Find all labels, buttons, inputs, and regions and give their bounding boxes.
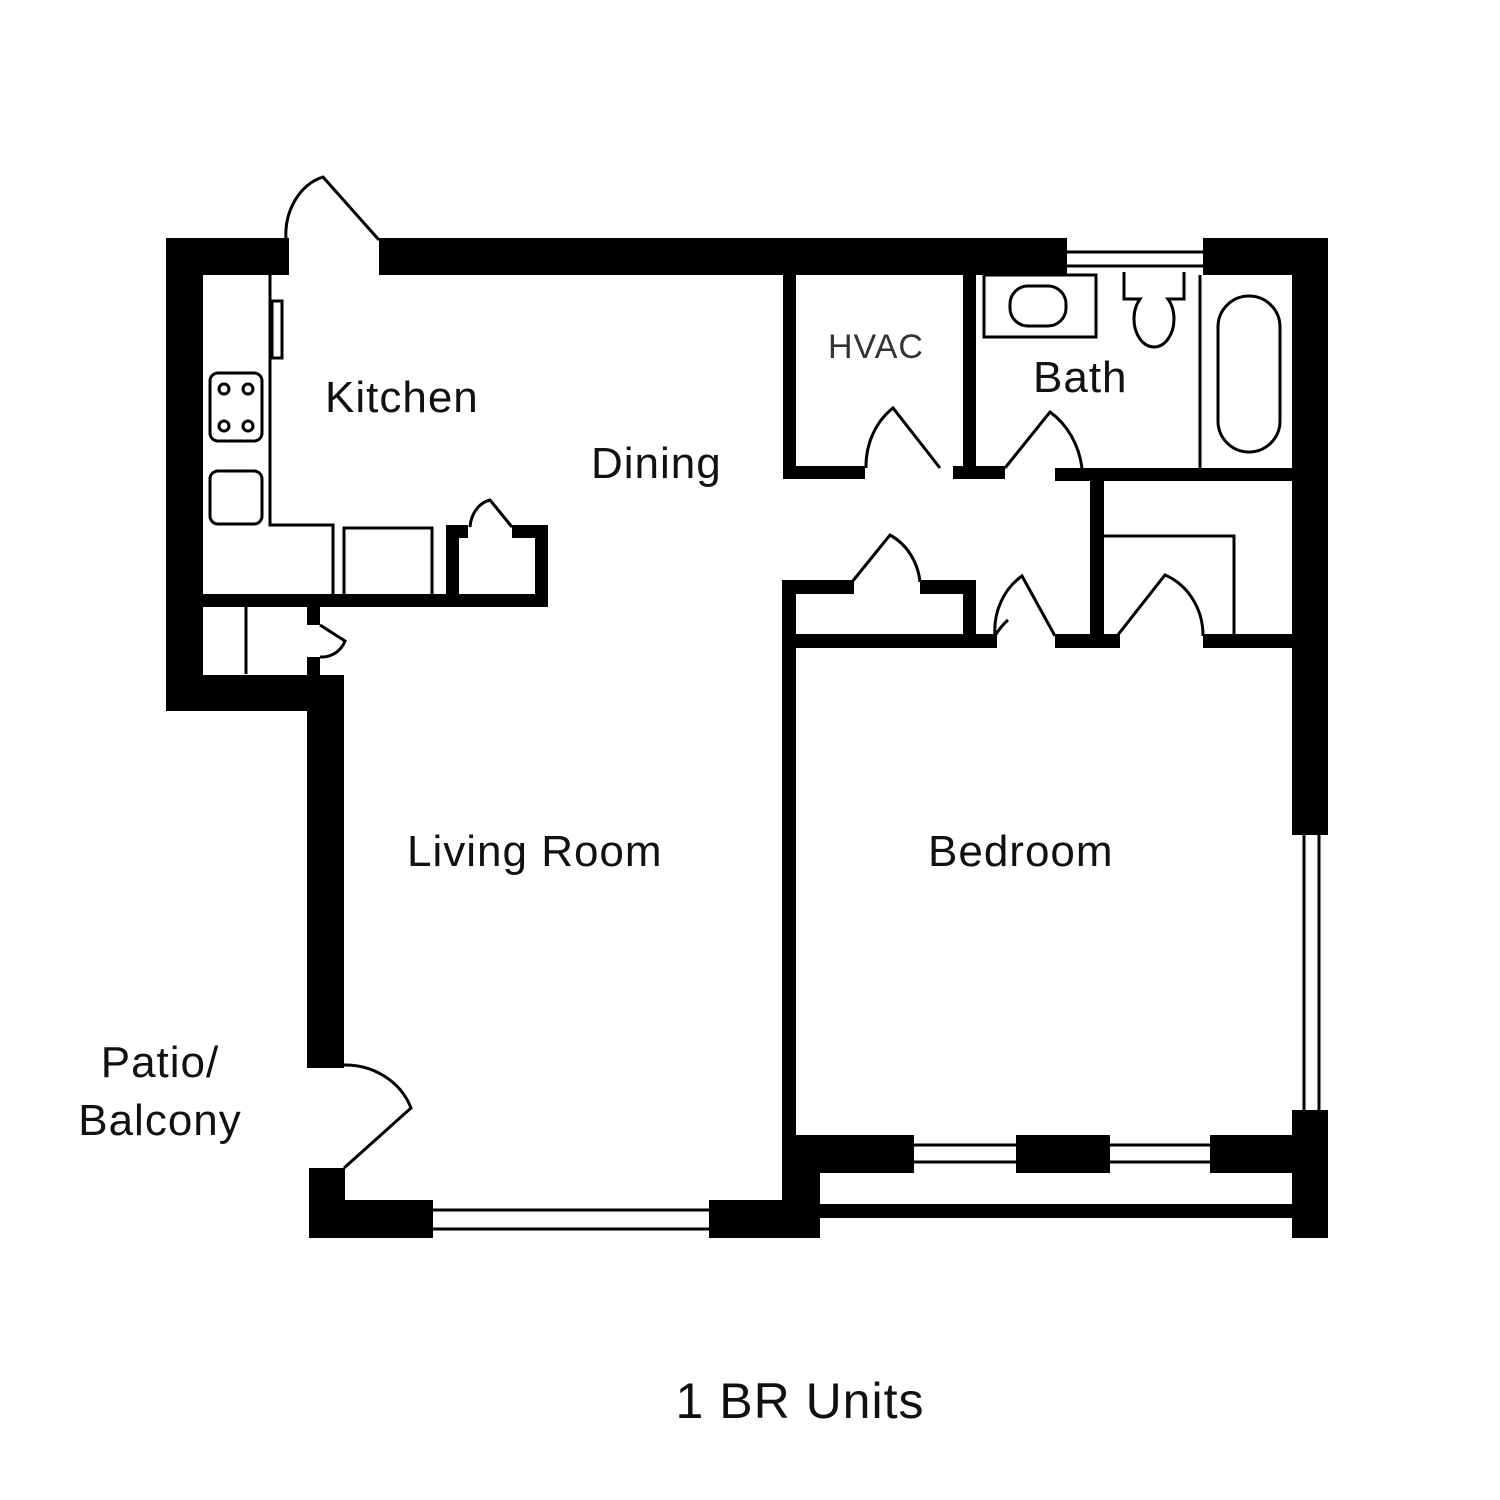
floorplan-title: 1 BR Units	[675, 1373, 925, 1429]
room-label-living-room: Living Room	[407, 827, 663, 876]
room-label-hvac: HVAC	[828, 328, 924, 366]
exterior-walls	[166, 238, 1328, 1238]
fixtures-and-doors	[208, 175, 1321, 1231]
interior-walls	[166, 275, 1295, 1140]
patio-label-line1: Patio/	[100, 1038, 220, 1087]
room-label-bedroom: Bedroom	[928, 827, 1114, 876]
room-label-bath: Bath	[1033, 353, 1128, 402]
room-label-kitchen: Kitchen	[325, 373, 479, 422]
room-label-dining: Dining	[591, 439, 722, 488]
exterior-label-patio-balcony: Patio/ Balcony	[60, 1034, 260, 1150]
patio-label-line2: Balcony	[78, 1096, 242, 1145]
